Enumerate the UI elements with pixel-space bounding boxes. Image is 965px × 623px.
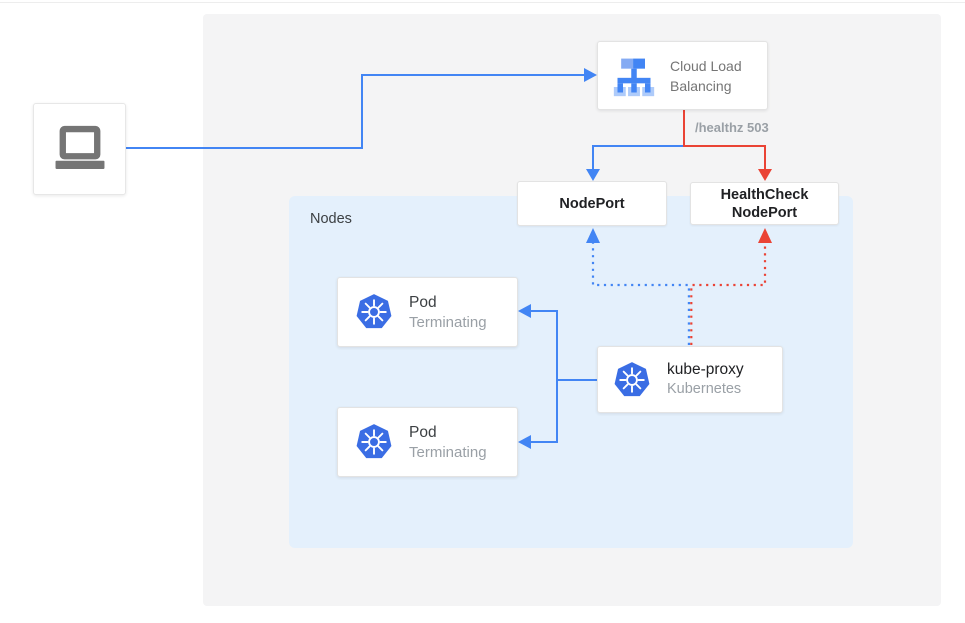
edge-loadbalancer-to-healthcheck-nodeport xyxy=(683,110,772,181)
clb-label-line1: Cloud Load xyxy=(670,57,742,74)
load-balancer-icon xyxy=(613,58,655,96)
cloud-load-balancing-label: Cloud Load Balancing xyxy=(670,56,742,96)
kubernetes-icon xyxy=(356,294,392,329)
healthcheck-nodeport-label: HealthCheck NodePort xyxy=(721,186,809,222)
healthcheck-label-line2: NodePort xyxy=(731,204,798,221)
pod-status: Terminating xyxy=(409,443,487,461)
page-top-divider xyxy=(0,2,965,3)
cloud-load-balancing-node: Cloud Load Balancing xyxy=(597,41,768,110)
nodes-group-label: Nodes xyxy=(310,211,352,227)
healthcheck-label-line1: HealthCheck xyxy=(720,186,809,203)
kubernetes-icon xyxy=(356,424,392,459)
kube-proxy-subtitle: Kubernetes xyxy=(667,381,742,397)
nodeport-label: NodePort xyxy=(559,195,625,212)
edge-kubeproxy-to-nodeport-dotted xyxy=(586,228,690,345)
laptop-icon xyxy=(55,125,104,169)
edge-kubeproxy-to-pods xyxy=(518,304,597,449)
pod-status: Terminating xyxy=(409,313,487,331)
kubernetes-icon xyxy=(614,361,650,396)
edge-loadbalancer-to-nodeport xyxy=(586,145,684,181)
edge-client-to-loadbalancer xyxy=(126,68,597,149)
clb-label-line2: Balancing xyxy=(670,77,732,94)
pod-title: Pod xyxy=(409,423,437,441)
healthcheck-nodeport-node: HealthCheck NodePort xyxy=(690,182,839,225)
nodeport-node: NodePort xyxy=(517,181,667,226)
edge-kubeproxy-to-healthcheck-dotted xyxy=(690,228,772,345)
healthz-503-label: /healthz 503 xyxy=(695,120,769,135)
kube-proxy-title: kube-proxy xyxy=(667,361,744,378)
pod-node-1: Pod Terminating xyxy=(337,277,518,347)
pod-title: Pod xyxy=(409,293,437,311)
pod-node-2: Pod Terminating xyxy=(337,407,518,477)
client-node xyxy=(33,103,126,195)
kube-proxy-node: kube-proxy Kubernetes xyxy=(597,346,783,413)
